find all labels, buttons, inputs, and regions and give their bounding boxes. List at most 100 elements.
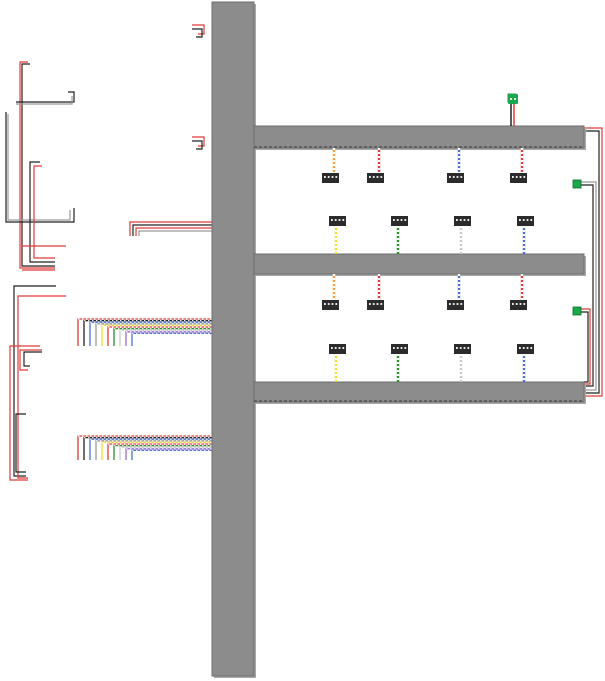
connector-row4-pin — [342, 347, 345, 349]
ribbon-wire — [77, 318, 212, 346]
supply-loop-wire — [580, 184, 594, 387]
harness-wire — [29, 161, 55, 263]
connector-row2-pin — [522, 219, 525, 221]
connector-row1-pin — [460, 176, 463, 178]
harness-wire — [5, 112, 75, 223]
supply-loop-wire — [580, 308, 591, 385]
connector-row3-pin — [456, 303, 459, 305]
connector-row4-pin — [404, 347, 407, 349]
hook-wire — [192, 136, 205, 147]
connector-row4 — [454, 344, 471, 354]
vertical-main-beam — [211, 1, 255, 677]
connector-row3-pin — [369, 303, 371, 305]
connector-row2-pin — [463, 219, 466, 221]
connector-row3-pin — [324, 303, 326, 305]
harness-wire — [9, 345, 40, 481]
harness-wire — [33, 165, 55, 259]
connector-layer — [322, 93, 582, 354]
connector-row2 — [454, 216, 471, 226]
connector-row1-pin — [380, 176, 383, 178]
beam-layer — [211, 1, 586, 678]
horizontal-beam-top — [253, 125, 585, 149]
terminal-top-pin — [510, 98, 512, 100]
harness-wire — [16, 91, 75, 103]
connector-row2-pin — [331, 219, 333, 221]
terminal-top-body — [508, 94, 518, 104]
ribbon-wire — [131, 449, 212, 460]
connector-row4 — [329, 344, 346, 354]
supply-loop-wire — [584, 127, 603, 397]
supply-loop-wire — [580, 311, 589, 383]
connector-row3 — [367, 300, 384, 310]
harness-wire — [23, 351, 42, 367]
hook-wire — [192, 28, 203, 38]
connector-row3-pin — [335, 303, 338, 305]
connector-row3-pin — [523, 303, 526, 305]
connector-row2 — [391, 216, 408, 226]
connector-row3-pin — [380, 303, 383, 305]
connector-row1-pin — [324, 176, 326, 178]
feed-cable-wire — [132, 224, 212, 236]
connector-row4-pin — [400, 347, 403, 349]
connector-row3-pin — [515, 303, 518, 305]
connector-row1-pin — [515, 176, 518, 178]
wire-layer — [5, 24, 603, 481]
connector-row1-pin — [449, 176, 451, 178]
connector-row2-pin — [396, 219, 399, 221]
connector-row4-pin — [396, 347, 399, 349]
connector-row2-pin — [530, 219, 533, 221]
connector-row2-pin — [393, 219, 395, 221]
terminal-right-upper — [572, 179, 582, 189]
supply-loop-wire — [580, 181, 597, 391]
connector-row4-pin — [522, 347, 525, 349]
connector-row2 — [329, 216, 346, 226]
harness-wire — [19, 61, 55, 269]
connector-row1-pin — [519, 176, 522, 178]
connector-row2-pin — [467, 219, 470, 221]
connector-row3-pin — [372, 303, 375, 305]
connector-row1-pin — [369, 176, 371, 178]
connector-row1 — [322, 173, 339, 183]
connector-row2-pin — [519, 219, 521, 221]
connector-row4-pin — [338, 347, 341, 349]
connector-row3-pin — [452, 303, 455, 305]
terminal-top-pin — [514, 98, 516, 100]
connector-row1-pin — [456, 176, 459, 178]
hook-wire — [192, 140, 203, 150]
connector-row2-pin — [334, 219, 337, 221]
wire-front-layer — [332, 104, 526, 382]
harness-wire — [21, 63, 55, 267]
connector-row1-pin — [331, 176, 334, 178]
connector-row4-pin — [331, 347, 333, 349]
connector-row4-pin — [467, 347, 470, 349]
terminal-right-lower — [572, 306, 582, 316]
harness-wire — [17, 295, 66, 479]
connector-row4-pin — [526, 347, 529, 349]
harness-wire — [13, 285, 56, 477]
connector-row2-pin — [456, 219, 458, 221]
connector-row1-pin — [372, 176, 375, 178]
feed-cable-wire — [129, 221, 212, 236]
connector-row4 — [391, 344, 408, 354]
horizontal-beam-middle — [253, 253, 585, 275]
connector-row4-pin — [463, 347, 466, 349]
connector-row1-pin — [523, 176, 526, 178]
connector-row4 — [517, 344, 534, 354]
feed-cable-wire — [138, 230, 212, 236]
connector-row1 — [447, 173, 464, 183]
connector-row1-pin — [512, 176, 514, 178]
connector-row4-pin — [393, 347, 395, 349]
connector-row3 — [510, 300, 527, 310]
harness-wire — [7, 114, 71, 221]
connector-row1-pin — [335, 176, 338, 178]
connector-row1 — [367, 173, 384, 183]
ribbon-wire — [131, 332, 212, 346]
connector-row3 — [322, 300, 339, 310]
connector-row2 — [517, 216, 534, 226]
feed-cable-wire — [135, 227, 212, 236]
connector-row4-pin — [334, 347, 337, 349]
connector-row2-pin — [400, 219, 403, 221]
harness-wire — [15, 413, 26, 473]
ribbon-wire — [107, 443, 212, 460]
